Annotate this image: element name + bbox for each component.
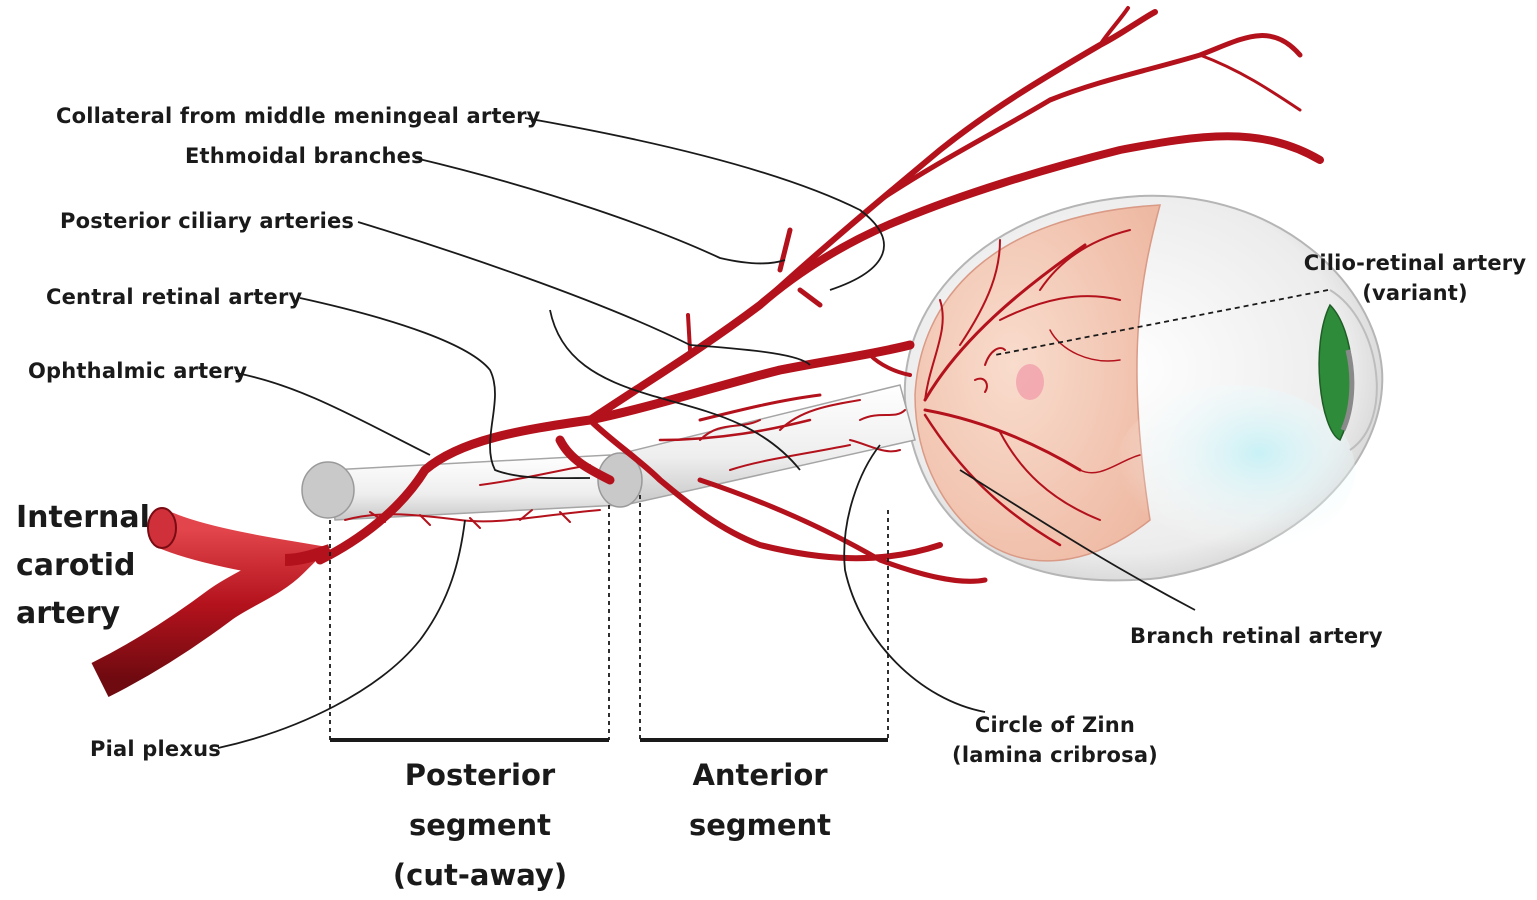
vitreous-highlight — [1115, 385, 1355, 555]
label-central-retinal: Central retinal artery — [46, 285, 302, 309]
label-pial-plexus: Pial plexus — [90, 737, 221, 761]
label-zinn-line1: Circle of Zinn — [940, 713, 1170, 737]
label-posterior-ciliary: Posterior ciliary arteries — [60, 209, 354, 233]
label-collateral: Collateral from middle meningeal artery — [56, 104, 541, 128]
label-posterior-line1: Posterior — [370, 750, 590, 800]
label-posterior-line3: (cut-away) — [370, 850, 590, 900]
segment-brackets — [330, 495, 888, 740]
label-ethmoidal: Ethmoidal branches — [185, 144, 424, 168]
leader-ethmoidal — [415, 158, 785, 264]
label-internal-carotid-line2: carotid — [16, 542, 150, 590]
label-internal-carotid: Internal carotid artery — [16, 494, 150, 638]
label-anterior-line2: segment — [660, 800, 860, 850]
label-internal-carotid-line1: Internal — [16, 494, 150, 542]
leader-ophthalmic — [236, 373, 430, 455]
nerve-cut-face — [302, 462, 354, 518]
label-anterior-line1: Anterior — [660, 750, 860, 800]
label-posterior-line2: segment — [370, 800, 590, 850]
label-ophthalmic: Ophthalmic artery — [28, 359, 247, 383]
label-circle-of-zinn: Circle of Zinn (lamina cribrosa) — [940, 713, 1170, 767]
label-posterior-segment: Posterior segment (cut-away) — [370, 750, 590, 900]
leader-posterior-ciliary — [358, 222, 810, 365]
label-cilio-retinal-line1: Cilio-retinal artery — [1300, 251, 1530, 275]
label-internal-carotid-line3: artery — [16, 590, 150, 638]
label-cilio-retinal: Cilio-retinal artery (variant) — [1300, 251, 1530, 305]
label-anterior-segment: Anterior segment — [660, 750, 860, 850]
leader-central-retinal — [300, 298, 590, 478]
label-branch-retinal: Branch retinal artery — [1130, 624, 1383, 648]
label-cilio-retinal-line2: (variant) — [1300, 281, 1530, 305]
macula — [1016, 364, 1044, 400]
label-zinn-line2: (lamina cribrosa) — [940, 743, 1170, 767]
